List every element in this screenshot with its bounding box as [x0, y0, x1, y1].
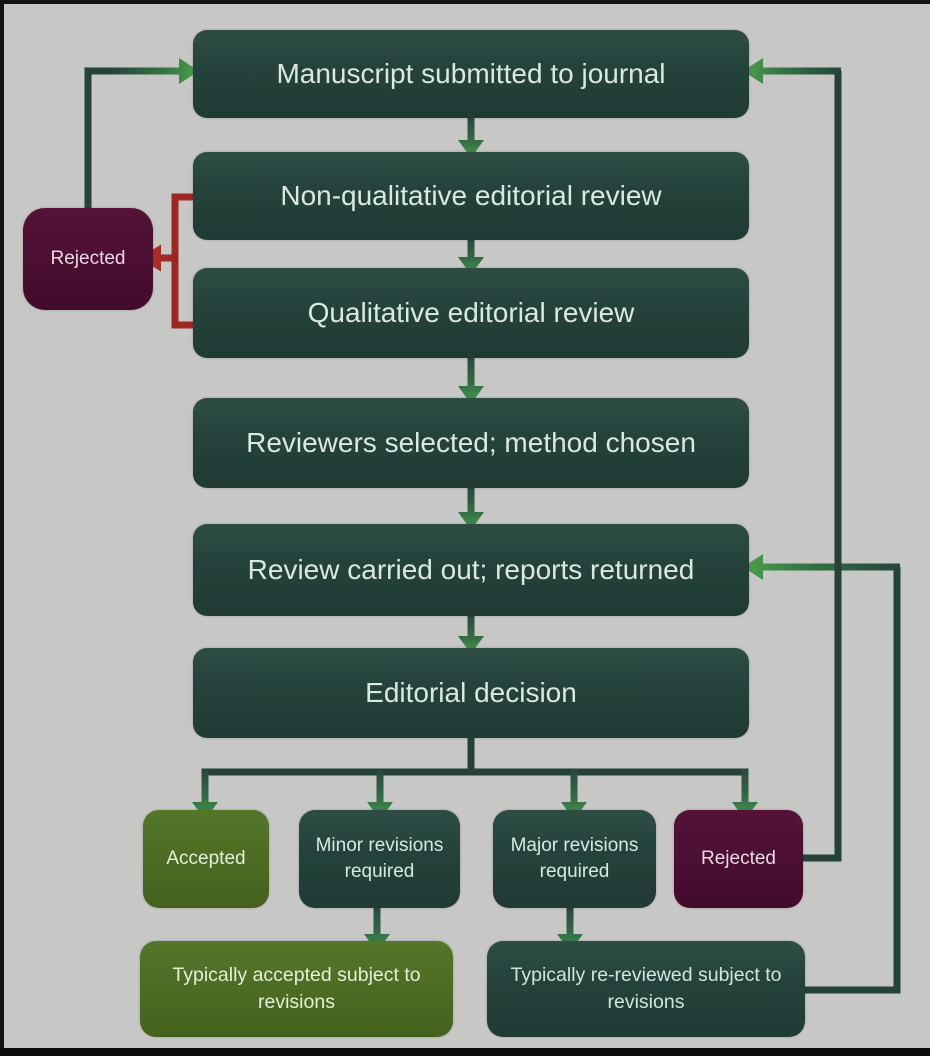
node-reviewers-selected: Reviewers selected; method chosen [193, 398, 749, 488]
node-decision-label: Editorial decision [365, 677, 577, 708]
node-minor-label: Minor revisions required [315, 835, 444, 882]
arrow-rereview-to-review [743, 554, 900, 580]
node-nonqualitative-review: Non-qualitative editorial review [193, 152, 749, 240]
node-typically-rereviewed-label: Typically re-reviewed subject to revisio… [510, 963, 782, 1013]
node-manuscript-label: Manuscript submitted to journal [276, 58, 666, 89]
node-qualitative-label: Qualitative editorial review [307, 297, 635, 328]
node-typically-accepted: Typically accepted subject to revisions [140, 941, 453, 1037]
arrow-rejected-bottom-to-manuscript [743, 58, 841, 84]
node-major-revisions: Major revisions required [493, 810, 656, 908]
node-accepted-label: Accepted [166, 848, 246, 869]
node-rejected-left-label: Rejected [50, 248, 126, 269]
node-minor-revisions: Minor revisions required [299, 810, 460, 908]
node-rejected-bottom-label: Rejected [701, 848, 776, 869]
node-qualitative-review: Qualitative editorial review [193, 268, 749, 358]
node-accepted: Accepted [143, 810, 269, 908]
frame-border-bottom [0, 1048, 930, 1056]
node-editorial-decision: Editorial decision [193, 648, 749, 738]
loop-rejected-left-line [84, 67, 116, 212]
node-rejected-left: Rejected [23, 208, 153, 310]
node-major-label: Major revisions required [510, 835, 639, 882]
loop-rereview-line [802, 567, 901, 994]
node-manuscript-submitted: Manuscript submitted to journal [193, 30, 749, 118]
node-nonqualitative-label: Non-qualitative editorial review [280, 180, 662, 211]
node-review-label: Review carried out; reports returned [247, 554, 695, 585]
node-rejected-bottom: Rejected [674, 810, 803, 908]
frame-border-top [0, 0, 930, 4]
node-reviewers-label: Reviewers selected; method chosen [246, 427, 696, 458]
frame-border-left [0, 0, 4, 1056]
loop-rejected-bottom-line [800, 71, 842, 862]
node-typically-rereviewed: Typically re-reviewed subject to revisio… [487, 941, 805, 1037]
node-typically-accepted-label: Typically accepted subject to revisions [172, 963, 421, 1013]
arrow-rejected-left-to-manuscript [110, 58, 199, 84]
decision-branch-line [201, 734, 749, 776]
node-review-carried-out: Review carried out; reports returned [193, 524, 749, 616]
